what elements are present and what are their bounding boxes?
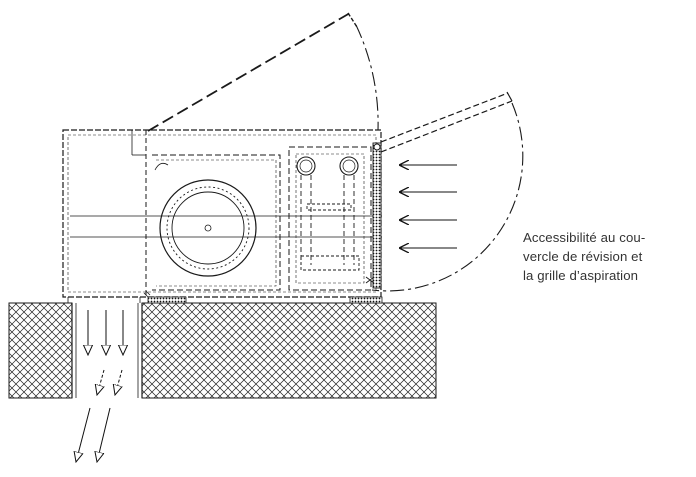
unit-casing	[62, 129, 383, 304]
access-cover-swing	[147, 12, 379, 132]
suction-grille	[365, 142, 382, 289]
discharge-arrow-hidden	[97, 369, 104, 395]
accessibility-caption: Accessibilité au cou- vercle de révision…	[523, 228, 695, 285]
exit-arrow	[97, 407, 111, 462]
exit-arrow	[76, 407, 91, 462]
section-lines	[70, 215, 382, 238]
coil-frame	[288, 146, 372, 291]
caption-line: vercle de révision et	[523, 249, 643, 264]
discharge-arrow-hidden	[115, 369, 122, 395]
grille-swing	[371, 91, 524, 292]
fan-housing	[152, 154, 281, 291]
caption-line: Accessibilité au cou-	[523, 230, 646, 245]
suction-arrows	[400, 165, 457, 248]
discharge-arrows	[88, 310, 123, 395]
floor-slab	[8, 302, 437, 399]
caption-line: la grille d’aspiration	[523, 268, 639, 283]
exit-arrows	[76, 407, 111, 462]
discharge-duct	[71, 303, 143, 398]
fan-wheel	[159, 179, 257, 277]
